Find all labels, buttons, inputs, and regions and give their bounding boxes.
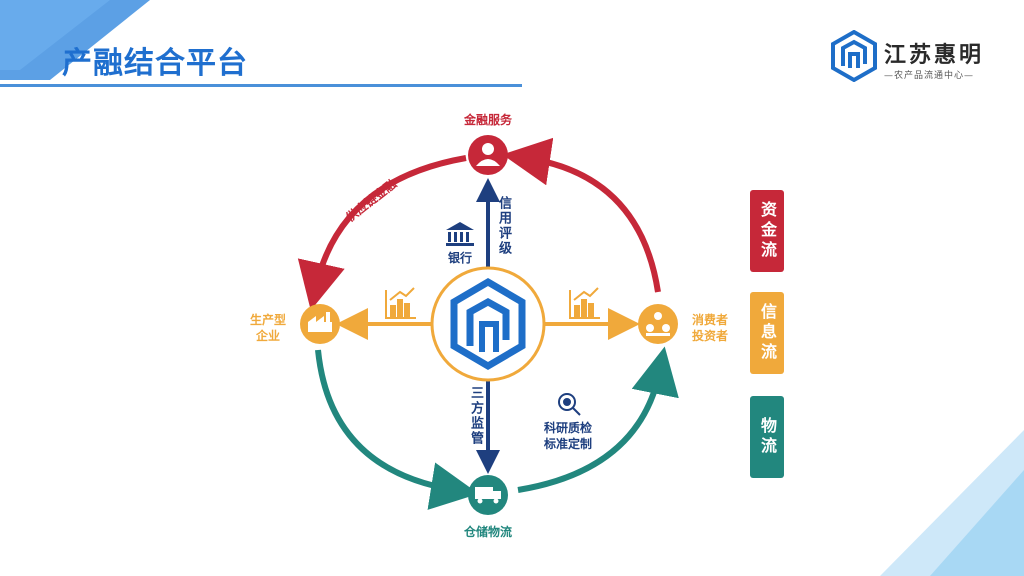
- truck-icon: [475, 487, 501, 504]
- label-consumer-line1: 消费者: [691, 313, 728, 327]
- label-finance: 金融服务: [463, 113, 512, 127]
- label-research-line2: 标准定制: [543, 437, 592, 451]
- page-title: 产融结合平台: [62, 46, 248, 81]
- label-bank: 银行: [447, 251, 472, 265]
- chart-icon-left: [385, 287, 416, 319]
- arc-bottom-left: [315, 349, 479, 510]
- arc-top-right: [502, 137, 661, 293]
- brand-name: 江苏惠明: [884, 43, 985, 68]
- title-underline: [0, 84, 522, 87]
- person-icon: [476, 143, 500, 166]
- label-research-line1: 科研质检: [543, 421, 592, 435]
- center-logo-icon: [450, 277, 526, 371]
- bank-icon: [446, 222, 474, 246]
- brand-logo-icon: [831, 30, 877, 82]
- label-consumer-line2: 投资者: [691, 329, 728, 343]
- factory-icon: [308, 312, 332, 332]
- research-icon: [558, 393, 581, 416]
- label-credit-rating: 信用评级: [496, 196, 511, 256]
- flow-capital: 资金流: [750, 190, 784, 272]
- label-producer-line1: 生产型: [249, 313, 286, 327]
- flow-information: 信息流: [750, 292, 784, 374]
- label-logistics: 仓储物流: [463, 525, 512, 539]
- label-third-party-supervision: 三方监管: [468, 386, 483, 446]
- chart-icon-right: [569, 287, 600, 319]
- arc-bottom-right: [517, 346, 679, 493]
- label-producer-line2: 企业: [255, 329, 280, 343]
- brand-subtitle: —农产品流通中心—: [884, 71, 975, 81]
- group-icon: [646, 312, 670, 336]
- flow-logistics: 物流: [750, 396, 784, 478]
- arc-top-left: [297, 155, 467, 311]
- node-consumer: [638, 304, 678, 344]
